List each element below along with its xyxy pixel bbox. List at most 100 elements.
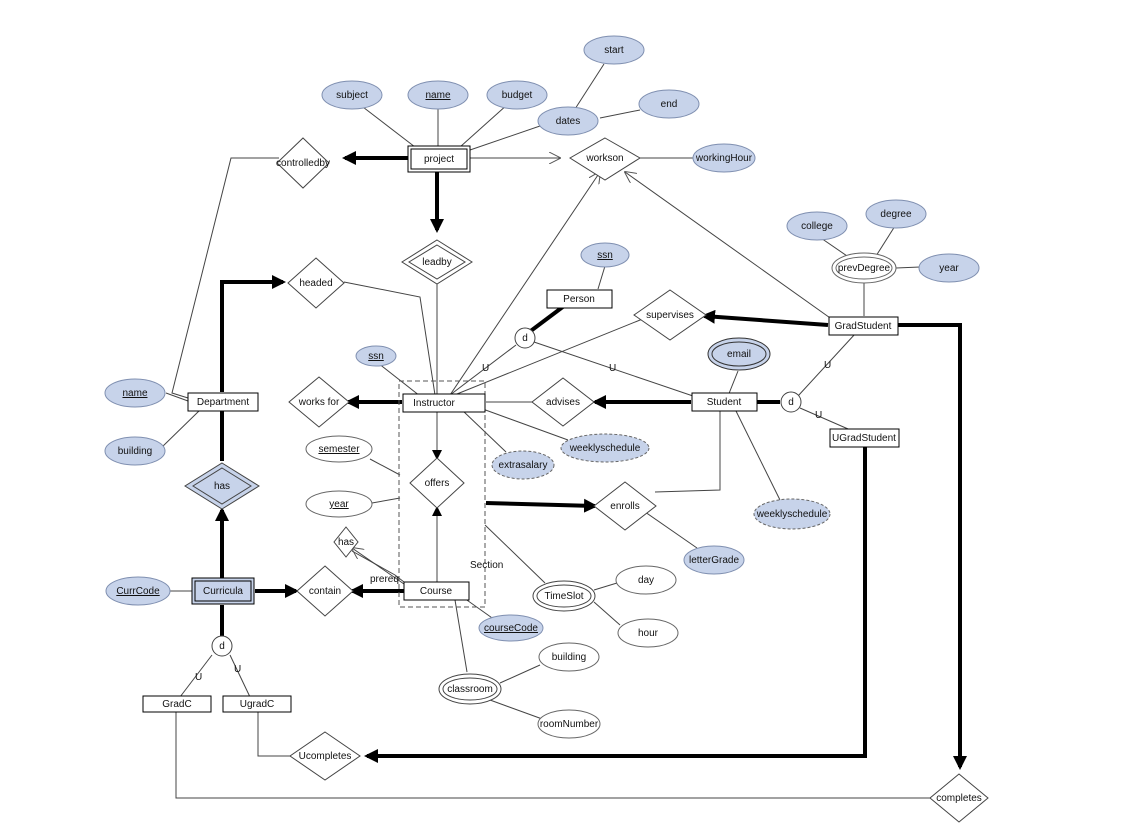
relationship-advises[interactable]: advises [531,377,595,427]
relationships: controlledby workson leadby headed super… [184,137,989,823]
attribute-year-prevdegree[interactable]: year [918,253,980,283]
attribute-college[interactable]: college [786,211,848,241]
entity-ugradc[interactable]: UgradC [222,695,292,713]
relationship-controlledby[interactable]: controlledby [276,137,330,189]
relationship-completes[interactable]: completes [929,773,989,823]
attribute-ssn-instructor[interactable]: ssn [355,345,397,367]
attribute-year-section[interactable]: year [305,490,373,518]
thin-connectors [160,63,930,799]
disjoint-student-label: d [788,397,794,408]
relationship-enrolls[interactable]: enrolls [593,481,657,531]
relationship-workson[interactable]: workson [569,137,641,181]
relationship-completes-label: completes [936,793,982,804]
attribute-prevdegree[interactable]: prevDegree [831,252,897,284]
disjoint-student[interactable]: d [780,391,802,413]
attribute-coursecode[interactable]: courseCode [478,614,544,642]
attribute-degree-label: degree [880,209,912,220]
entity-ugradstudent[interactable]: UGradStudent [829,428,900,448]
attribute-start-label: start [604,45,624,56]
relationship-has-curricula[interactable]: has [184,462,260,510]
attribute-day-label: day [638,575,654,586]
attribute-dates-label: dates [556,116,580,127]
u-mark-gradc: U [195,672,202,683]
entity-person-label: Person [563,294,595,305]
entity-curricula[interactable]: Curricula [191,577,255,605]
entity-department[interactable]: Department [187,392,259,412]
relationship-enrolls-label: enrolls [610,501,639,512]
entity-ugradc-label: UgradC [240,699,274,710]
attribute-email[interactable]: email [707,337,771,371]
attribute-weeklyschedule-student[interactable]: weeklyschedule [753,498,831,530]
attribute-degree[interactable]: degree [865,199,927,229]
attribute-weeklyschedule-instructor[interactable]: weeklyschedule [560,433,650,463]
entities: project Person Department Instructor Stu… [142,145,900,713]
attribute-dates[interactable]: dates [537,106,599,136]
relationship-ucompletes[interactable]: Ucompletes [289,731,361,781]
attribute-hour-label: hour [638,628,659,639]
attribute-name-department[interactable]: name [104,378,166,408]
u-mark-instructor: U [482,363,489,374]
relationship-leadby-label: leadby [422,257,451,268]
attribute-college-label: college [801,221,833,232]
relationship-worksfor[interactable]: works for [288,376,350,428]
entity-project-label: project [424,154,454,165]
attribute-semester[interactable]: semester [305,435,373,463]
attribute-start[interactable]: start [583,35,645,65]
relationship-offers-label: offers [425,478,450,489]
relationship-headed[interactable]: headed [287,257,345,309]
attribute-budget[interactable]: budget [486,80,548,110]
attribute-weeklyschedule-instructor-label: weeklyschedule [569,443,641,454]
relationship-contain[interactable]: contain [296,565,354,617]
attribute-prevdegree-label: prevDegree [838,263,891,274]
attribute-budget-label: budget [502,90,533,101]
attribute-ssn-person[interactable]: ssn [580,242,630,268]
attribute-name-department-label: name [122,388,147,399]
relationship-controlledby-label: controlledby [276,158,330,169]
attribute-semester-label: semester [318,444,360,455]
attribute-name-project[interactable]: name [407,80,469,110]
entity-curricula-label: Curricula [203,586,243,597]
attribute-day[interactable]: day [615,565,677,595]
entity-gradstudent-label: GradStudent [835,321,892,332]
attribute-timeslot[interactable]: TimeSlot [532,580,596,612]
disjoint-nodes: d d d [211,327,802,657]
relationship-offers[interactable]: offers [409,457,465,509]
attribute-extrasalary[interactable]: extrasalary [491,450,555,480]
attribute-workinghour[interactable]: workingHour [692,143,756,173]
entity-instructor-label: Instructor [413,398,455,409]
attribute-extrasalary-label: extrasalary [499,460,548,471]
disjoint-curricula[interactable]: d [211,635,233,657]
relationship-workson-label: workson [585,153,623,164]
attribute-currcode-label: CurrCode [116,586,160,597]
relationship-has-small-label: has [338,537,354,548]
entity-course[interactable]: Course [403,581,470,601]
relationship-supervises[interactable]: supervises [633,289,707,341]
entity-project[interactable]: project [407,145,471,173]
relationship-contain-label: contain [309,586,341,597]
attribute-lettergrade[interactable]: letterGrade [683,545,745,575]
attribute-coursecode-label: courseCode [484,623,538,634]
entity-department-label: Department [197,397,249,408]
attribute-hour[interactable]: hour [617,618,679,648]
entity-person[interactable]: Person [546,289,613,309]
attribute-subject[interactable]: subject [321,80,383,110]
attribute-roomnumber[interactable]: roomNumber [537,709,601,739]
u-mark-gradstudent: U [824,360,831,371]
entity-gradc[interactable]: GradC [142,695,212,713]
attribute-currcode[interactable]: CurrCode [105,576,171,606]
attribute-lettergrade-label: letterGrade [689,555,739,566]
attributes: subject name budget dates start end work… [104,35,980,739]
entity-instructor[interactable]: Instructor [402,393,486,413]
entity-student[interactable]: Student [691,392,758,412]
attribute-building-department[interactable]: building [104,436,166,466]
entity-gradstudent[interactable]: GradStudent [828,316,899,336]
attribute-classroom[interactable]: classroom [438,673,502,705]
attribute-workinghour-label: workingHour [695,153,753,164]
small-labels: Section prereq U U U U U U [195,360,831,683]
relationship-leadby[interactable]: leadby [401,239,473,285]
attribute-building-classroom[interactable]: building [538,642,600,672]
relationship-has-small[interactable]: has [333,526,359,558]
disjoint-person[interactable]: d [514,327,536,349]
attribute-end[interactable]: end [638,89,700,119]
